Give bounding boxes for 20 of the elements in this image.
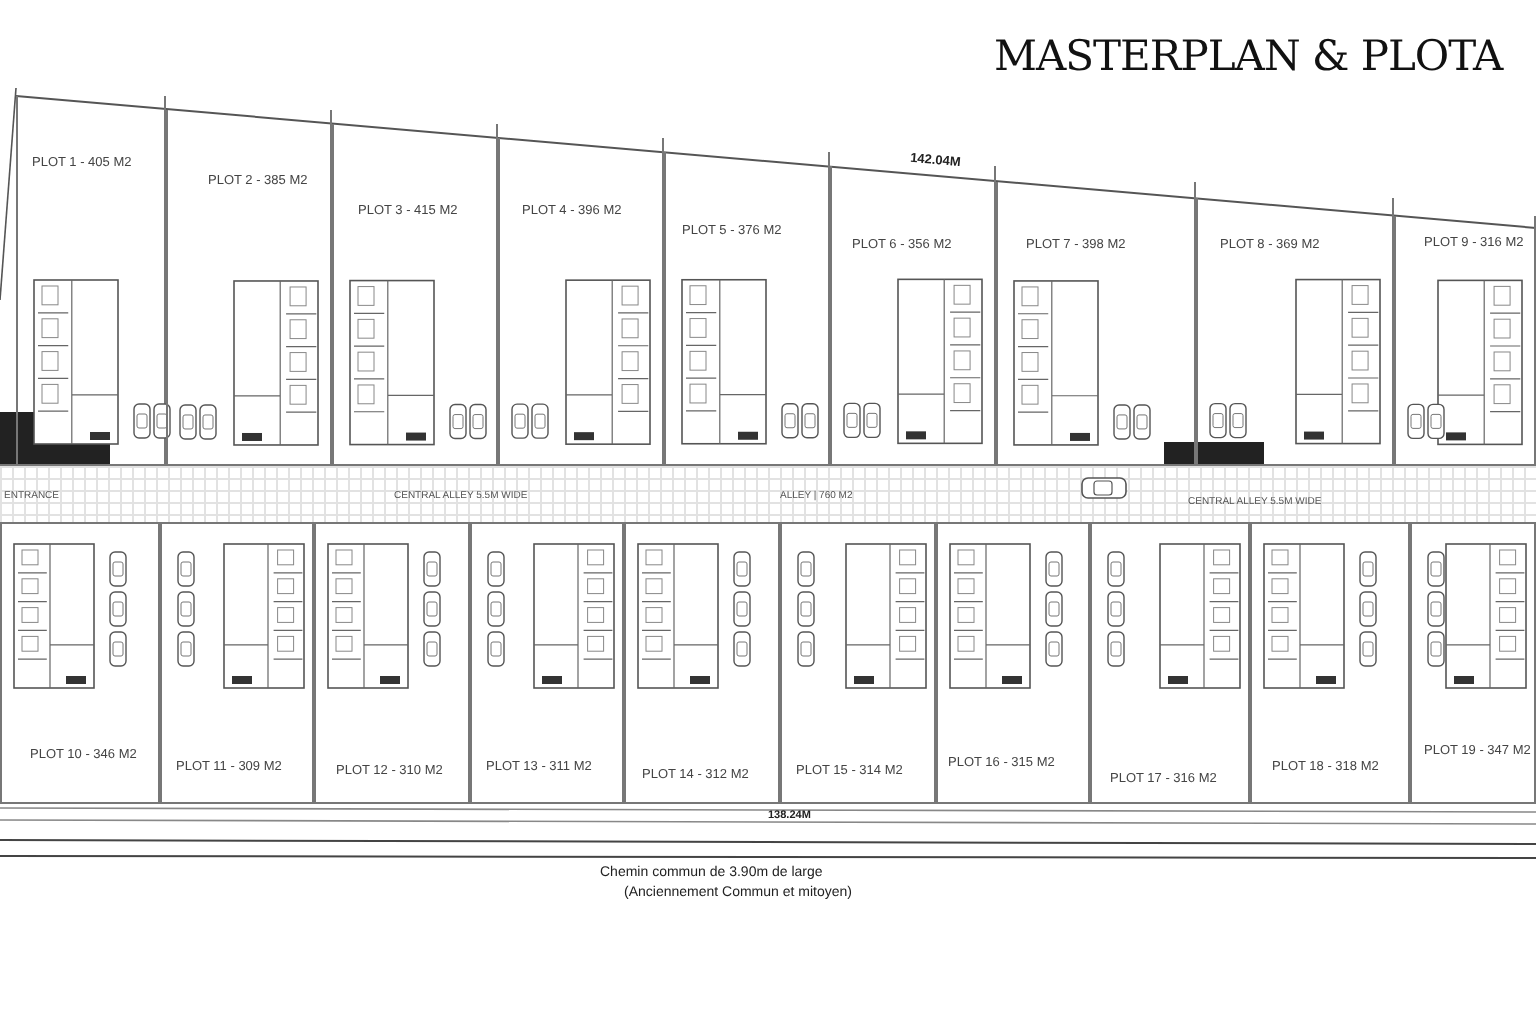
plot-area bbox=[16, 96, 166, 464]
plot-area bbox=[166, 109, 332, 464]
plot-area bbox=[314, 524, 470, 804]
plot-area bbox=[0, 524, 160, 804]
plot-area bbox=[1394, 215, 1536, 464]
title: MASTERPLAN & PLOTA bbox=[994, 32, 1503, 80]
plot-area bbox=[664, 152, 830, 464]
plot-area bbox=[1250, 524, 1410, 804]
plot-area bbox=[1410, 524, 1536, 804]
plot-area bbox=[1196, 198, 1394, 464]
plot-area bbox=[996, 181, 1196, 464]
plot-area bbox=[160, 524, 314, 804]
plot-area bbox=[780, 524, 936, 804]
plot-area bbox=[332, 123, 498, 464]
plot-area bbox=[936, 524, 1090, 804]
plot-area bbox=[498, 137, 664, 464]
plot-area bbox=[1090, 524, 1250, 804]
plot-area bbox=[624, 524, 780, 804]
plot-area bbox=[470, 524, 624, 804]
plot-area bbox=[830, 166, 996, 464]
